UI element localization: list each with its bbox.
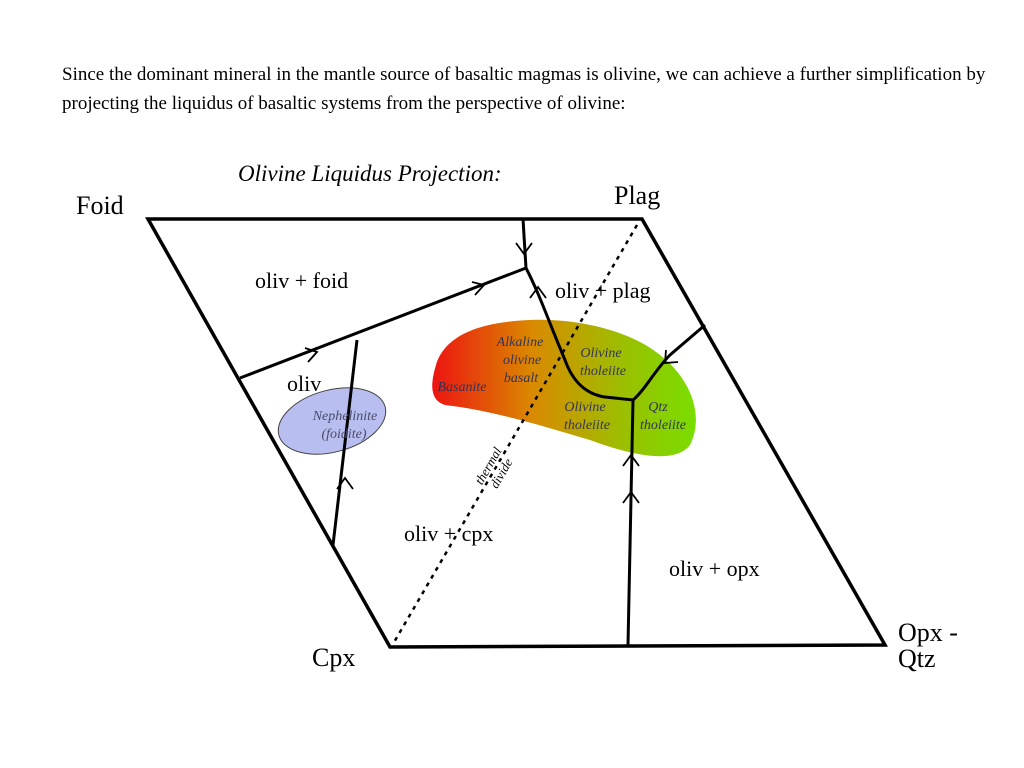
field-oliv-foid: oliv + foid	[255, 268, 348, 293]
diagram-outline	[145, 217, 889, 649]
label-qtz-thol-2: tholeiite	[640, 418, 686, 433]
field-oliv-plag: oliv + plag	[555, 278, 651, 303]
label-alkaline-3: basalt	[504, 371, 539, 386]
basalt-region	[432, 319, 696, 457]
vertex-cpx: Cpx	[312, 643, 355, 672]
cotectic-foid-plag	[239, 266, 527, 380]
label-ol-thol-lower-1: Olivine	[564, 400, 605, 415]
vertex-opx-qtz-line1: Opx -	[898, 618, 958, 647]
cotectic-central	[524, 267, 706, 402]
label-ol-thol-upper-2: tholeiite	[580, 364, 626, 379]
arrow-opx-up	[622, 453, 640, 467]
label-basanite: Basanite	[438, 380, 487, 395]
intro-paragraph: Since the dominant mineral in the mantle…	[62, 64, 986, 114]
nephelinite-label-1: Nephelinite	[312, 409, 378, 424]
field-oliv: oliv	[287, 371, 321, 396]
arrow-nephelinite-up	[336, 476, 354, 490]
arrow-opx-up-2	[622, 490, 640, 504]
arrow-oliv-left	[304, 347, 319, 363]
label-ol-thol-upper-1: Olivine	[580, 346, 621, 361]
vertex-opx-qtz-line2: Qtz	[898, 644, 936, 673]
label-ol-thol-lower-2: tholeiite	[564, 418, 610, 433]
diagram-title: Olivine Liquidus Projection:	[238, 161, 502, 186]
cotectic-opx	[626, 399, 635, 646]
cotectic-plag-top	[521, 218, 528, 269]
nephelinite-field	[277, 387, 387, 455]
field-oliv-cpx: oliv + cpx	[404, 521, 493, 546]
arrow-right-down	[664, 349, 679, 364]
arrow-oliv-plag-up	[529, 285, 547, 299]
label-alkaline-1: Alkaline	[496, 335, 544, 350]
arrow-plag-down	[515, 242, 533, 256]
nephelinite-label-2: (foidite)	[321, 427, 366, 442]
arrow-upper-right	[471, 281, 486, 296]
cotectic-arrows	[304, 242, 679, 504]
label-qtz-thol-1: Qtz	[648, 400, 668, 415]
label-alkaline-2: olivine	[503, 353, 541, 368]
field-oliv-opx: oliv + opx	[669, 556, 760, 581]
vertex-plag: Plag	[614, 181, 660, 210]
cotectic-nephelinite	[331, 339, 359, 546]
vertex-foid: Foid	[76, 191, 124, 220]
